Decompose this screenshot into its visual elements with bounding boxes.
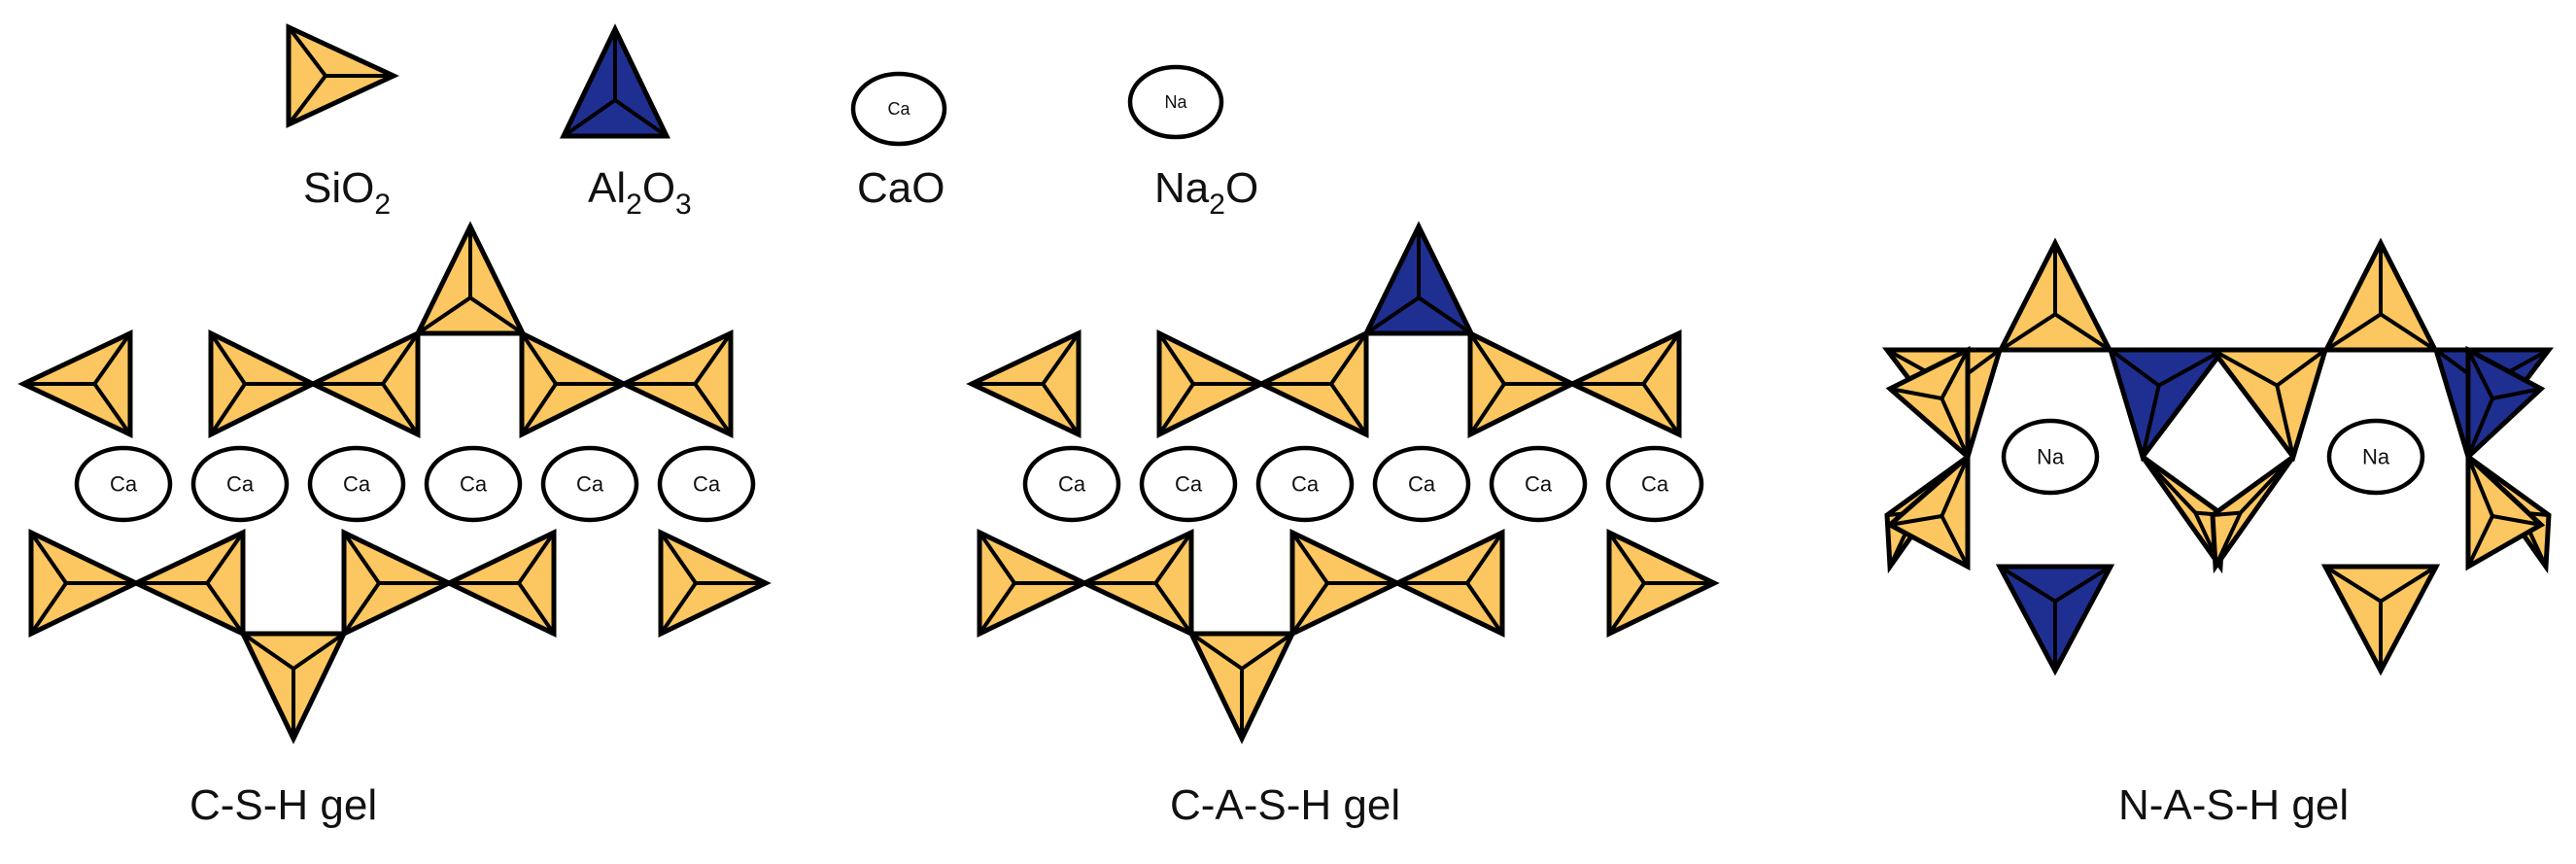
nash-na-ion-2: Na bbox=[2326, 418, 2425, 496]
csh-top-silica-4 bbox=[519, 328, 630, 439]
cash-bottom-silica-2 bbox=[1079, 529, 1194, 638]
cash-ca-ion-3-label: Ca bbox=[1291, 472, 1320, 497]
nash-outer-right-upper bbox=[2465, 345, 2546, 463]
cash-bottom-silica-5 bbox=[1606, 529, 1720, 638]
csh-ca-ion-6-label: Ca bbox=[693, 472, 721, 497]
calcium-ion-icon: Ca bbox=[850, 71, 947, 147]
nash-ring1-lower-right bbox=[2140, 454, 2226, 574]
sodium-ion-label: Na bbox=[1164, 92, 1187, 112]
csh-ca-ion-2-label: Ca bbox=[226, 472, 255, 497]
csh-bottom-silica-3 bbox=[341, 529, 455, 638]
nash-ring1-top bbox=[1996, 237, 2114, 353]
cash-ca-ion-3: Ca bbox=[1255, 445, 1355, 523]
csh-bottom-silica-1 bbox=[28, 529, 142, 638]
nash-na-ion-2-label: Na bbox=[2362, 445, 2390, 469]
nash-gel-caption: N-A-S-H gel bbox=[2118, 781, 2349, 829]
cash-ca-ion-6: Ca bbox=[1605, 445, 1704, 523]
cash-ca-ion-2-label: Ca bbox=[1175, 472, 1203, 497]
csh-top-silica-3 bbox=[307, 329, 421, 438]
cash-ca-ion-1-label: Ca bbox=[1058, 472, 1086, 497]
nash-structure: Na Na bbox=[1881, 237, 2555, 676]
cash-ca-ion-6-label: Ca bbox=[1641, 472, 1669, 497]
csh-ca-ion-2: Ca bbox=[190, 445, 290, 523]
nash-ring2-upper-left bbox=[2207, 347, 2329, 463]
csh-ca-ion-5: Ca bbox=[540, 445, 639, 523]
silica-tetrahedron-icon bbox=[286, 23, 399, 128]
calcium-ion-label: Ca bbox=[887, 99, 910, 119]
nash-ring2-top bbox=[2321, 237, 2440, 353]
na2o-legend-label: Na2O bbox=[1154, 164, 1258, 221]
cash-bottom-silica-3 bbox=[1289, 529, 1403, 638]
csh-bottom-silica-2 bbox=[130, 529, 246, 638]
cash-ca-ion-5-label: Ca bbox=[1525, 472, 1553, 497]
csh-bottom-silica-4 bbox=[443, 529, 557, 638]
cash-top-silica-2 bbox=[1156, 328, 1267, 439]
csh-gel-caption: C-S-H gel bbox=[189, 781, 377, 829]
cash-top-silica-4 bbox=[1467, 328, 1578, 439]
nash-outer-left-lower bbox=[1885, 451, 1971, 571]
csh-top-silica-2 bbox=[208, 328, 319, 439]
legend: Ca Na SiO2 Al2O3 CaO Na2O bbox=[286, 23, 1258, 221]
csh-structure: Ca Ca Ca Ca Ca Ca bbox=[17, 221, 772, 744]
nash-outer-left-upper bbox=[1885, 345, 1971, 463]
csh-ca-ion-1: Ca bbox=[74, 445, 173, 523]
cash-bottom-silica-4 bbox=[1391, 529, 1505, 638]
cash-bottom-bridge-silica bbox=[1187, 631, 1296, 744]
nash-na-ion-1: Na bbox=[2001, 418, 2100, 496]
cash-top-bridge-tetrahedron bbox=[1361, 221, 1476, 336]
cash-top-silica-3 bbox=[1255, 329, 1369, 438]
csh-ca-ion-6: Ca bbox=[657, 445, 756, 523]
cash-bottom-silica-1 bbox=[977, 529, 1090, 638]
cash-top-silica-5 bbox=[1566, 329, 1682, 438]
csh-bottom-silica-5 bbox=[658, 529, 772, 638]
csh-ca-ion-3: Ca bbox=[307, 445, 406, 523]
nash-ring1-upper-right bbox=[2107, 347, 2229, 463]
csh-top-silica-1 bbox=[17, 329, 133, 438]
sodium-ion-icon: Na bbox=[1127, 64, 1224, 140]
cash-gel-caption: C-A-S-H gel bbox=[1170, 781, 1400, 829]
csh-ca-ion-4: Ca bbox=[424, 445, 523, 523]
cash-structure: Ca Ca Ca Ca Ca Ca bbox=[966, 221, 1720, 744]
csh-bottom-bridge-silica bbox=[239, 631, 348, 744]
nash-ring1-bottom bbox=[1995, 564, 2115, 676]
csh-ca-ion-3-label: Ca bbox=[343, 472, 371, 497]
al2o3-legend-label: Al2O3 bbox=[588, 164, 692, 221]
nash-ring2-bottom bbox=[2320, 564, 2441, 676]
nash-outer-right-lower bbox=[2465, 451, 2546, 571]
csh-top-silica-5 bbox=[618, 329, 734, 438]
sio2-legend-label: SiO2 bbox=[303, 164, 391, 221]
cash-ca-ion-4-label: Ca bbox=[1408, 472, 1436, 497]
alumina-tetrahedron-icon bbox=[560, 23, 670, 139]
nash-na-ion-1-label: Na bbox=[2037, 445, 2065, 469]
cash-ca-ion-4: Ca bbox=[1372, 445, 1471, 523]
nash-ring2-lower-left bbox=[2210, 454, 2296, 574]
cash-ca-ion-2: Ca bbox=[1139, 445, 1238, 523]
cash-ca-ion-5: Ca bbox=[1489, 445, 1588, 523]
cash-ca-ion-1: Ca bbox=[1022, 445, 1121, 523]
csh-top-bridge-tetrahedron bbox=[413, 221, 528, 336]
csh-ca-ion-1-label: Ca bbox=[110, 472, 138, 497]
cao-legend-label: CaO bbox=[857, 164, 945, 212]
csh-ca-ion-5-label: Ca bbox=[576, 472, 604, 497]
csh-ca-ion-4-label: Ca bbox=[460, 472, 488, 497]
cash-top-silica-1 bbox=[966, 329, 1082, 438]
